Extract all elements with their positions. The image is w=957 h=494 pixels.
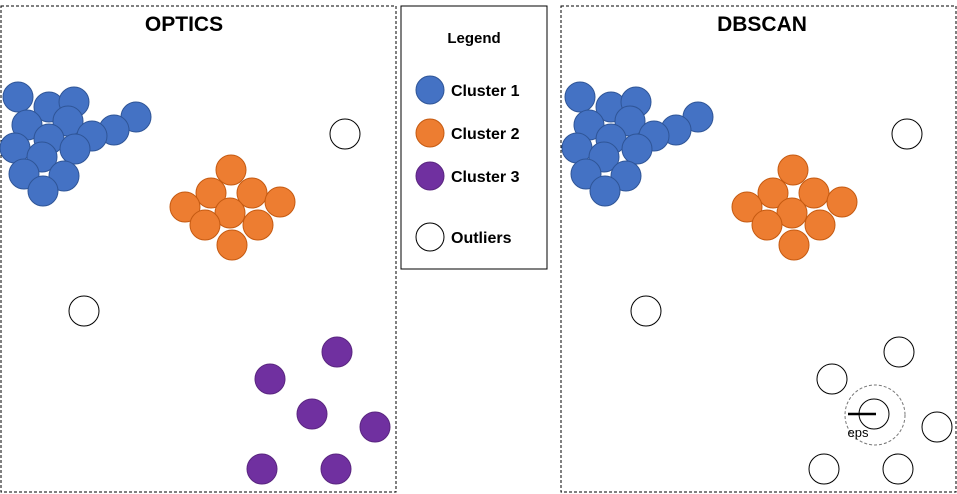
cluster2-point — [264, 186, 296, 218]
outlier-point — [329, 118, 361, 150]
legend-cluster1-marker — [415, 75, 445, 105]
cluster2-point — [751, 209, 783, 241]
legend-items: Cluster 1 Cluster 2 Cluster 3 Outliers — [415, 75, 520, 252]
dbscan-panel-border — [560, 5, 957, 493]
cluster3-point — [320, 453, 352, 485]
cluster2-point — [214, 197, 246, 229]
cluster2-point — [731, 191, 763, 223]
cluster2-point — [195, 177, 227, 209]
legend-cluster1-label: Cluster 1 — [451, 83, 520, 100]
cluster1-point — [561, 132, 593, 164]
outlier-point — [921, 411, 953, 443]
optics-panel: OPTICS — [0, 5, 397, 493]
cluster2-point — [242, 209, 274, 241]
outlier-point — [630, 295, 662, 327]
cluster2-point — [215, 154, 247, 186]
legend-outlier-marker — [415, 222, 445, 252]
cluster1-point — [589, 175, 621, 207]
cluster2-point — [776, 197, 808, 229]
cluster2-point — [826, 186, 858, 218]
outlier-point — [883, 336, 915, 368]
outlier-point — [882, 453, 914, 485]
dbscan-panel: DBSCAN eps — [560, 5, 957, 493]
cluster3-point — [296, 398, 328, 430]
cluster2-point — [778, 229, 810, 261]
legend-outlier-label: Outliers — [451, 230, 512, 247]
cluster3-point — [359, 411, 391, 443]
legend-title: Legend — [447, 30, 500, 47]
optics-title: OPTICS — [145, 13, 223, 36]
legend: Legend Cluster 1 Cluster 2 Cluster 3 Outlie… — [400, 5, 548, 270]
cluster1-point — [564, 81, 596, 113]
cluster1-point — [59, 133, 91, 165]
dbscan-points — [561, 81, 953, 485]
eps-label: eps — [848, 425, 869, 440]
optics-points — [0, 81, 391, 485]
cluster2-point — [236, 177, 268, 209]
cluster2-point — [804, 209, 836, 241]
cluster2-point — [757, 177, 789, 209]
dbscan-title: DBSCAN — [717, 13, 807, 36]
legend-cluster2-label: Cluster 2 — [451, 126, 520, 143]
cluster3-point — [246, 453, 278, 485]
cluster3-point — [254, 363, 286, 395]
cluster2-point — [216, 229, 248, 261]
legend-cluster3-label: Cluster 3 — [451, 169, 520, 186]
cluster1-point — [621, 133, 653, 165]
outlier-point — [816, 363, 848, 395]
cluster2-point — [189, 209, 221, 241]
outlier-point — [68, 295, 100, 327]
eps-radius-circle — [844, 384, 906, 446]
outlier-point — [891, 118, 923, 150]
cluster2-point — [777, 154, 809, 186]
optics-panel-border — [0, 5, 397, 493]
legend-cluster2-marker — [415, 118, 445, 148]
legend-cluster3-marker — [415, 161, 445, 191]
eps-indicator: eps — [844, 384, 906, 446]
cluster2-point — [169, 191, 201, 223]
cluster3-point — [321, 336, 353, 368]
outlier-point — [808, 453, 840, 485]
cluster1-point — [2, 81, 34, 113]
cluster2-point — [798, 177, 830, 209]
cluster1-point — [0, 132, 31, 164]
cluster1-point — [27, 175, 59, 207]
